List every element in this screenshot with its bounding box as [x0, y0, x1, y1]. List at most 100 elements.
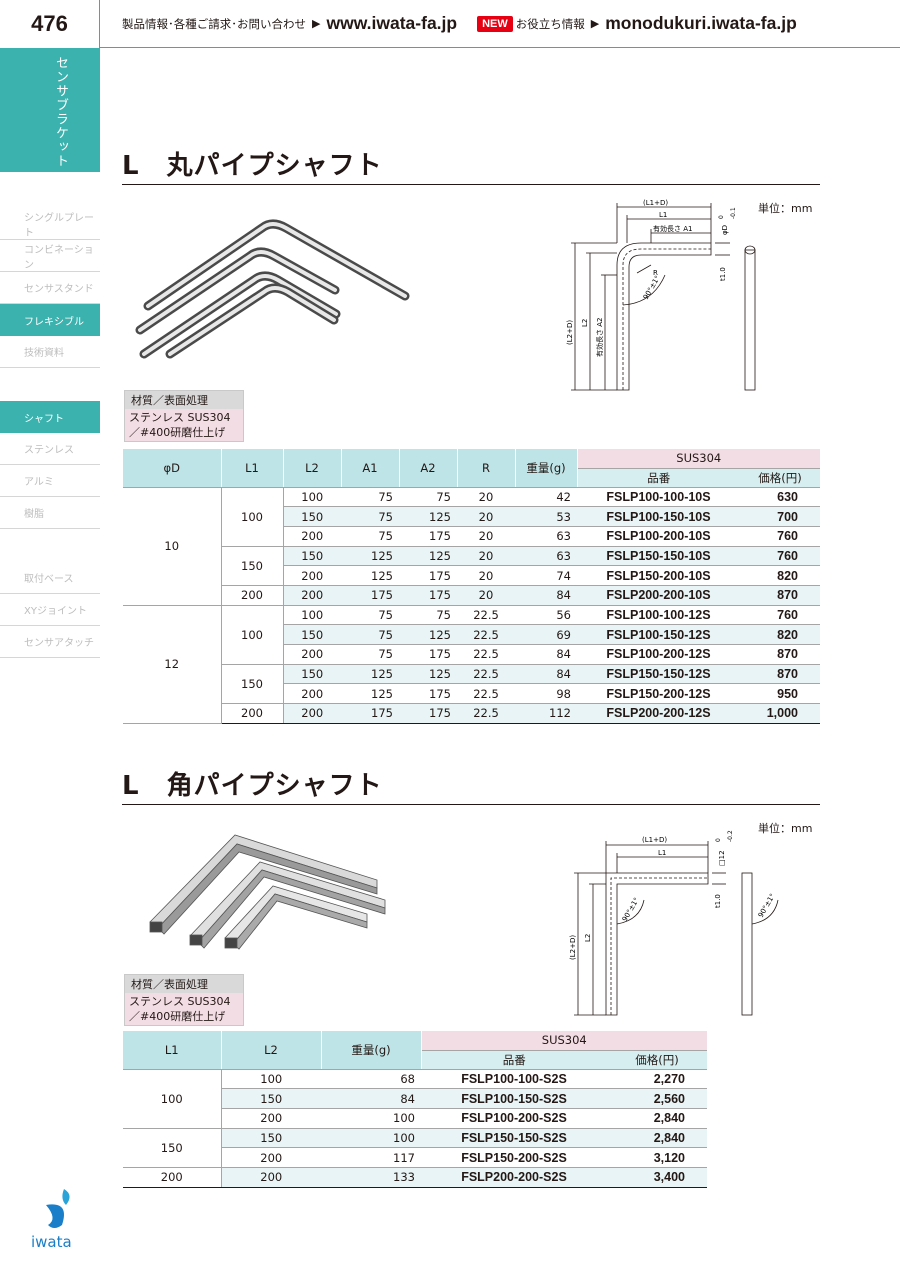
sidebar-item[interactable]: シャフト	[0, 401, 100, 433]
col-header: 重量(g)	[515, 449, 578, 488]
sidebar-item[interactable]: コンビネーション	[0, 240, 100, 272]
arrow-right-icon: ▶	[312, 17, 321, 30]
table-cell: 150	[123, 1128, 222, 1168]
pipe-2	[135, 247, 340, 335]
page-number: 476	[0, 0, 100, 48]
info-text: 製品情報･各種ご請求･お問い合わせ	[122, 16, 306, 31]
logo-text: iwata	[31, 1233, 72, 1251]
col-header: L2	[283, 449, 342, 488]
dim-angle-end: 90°±1°	[757, 892, 777, 919]
table-cell: 125	[341, 664, 399, 685]
table-cell: 200	[283, 644, 341, 665]
part-col-header: 品番	[577, 468, 740, 488]
dim-l1: L1	[658, 849, 666, 857]
sidebar-item[interactable]: シングルプレート	[0, 208, 100, 240]
round-pipe-drawing: (L1+D) L1 有効長さ A1 R 90°±1° φD 0 -0.1 t1.…	[566, 199, 756, 391]
sidebar-item[interactable]: 技術資料	[0, 336, 100, 368]
table-cell: 150	[283, 664, 341, 685]
logo-swirl	[46, 1204, 64, 1228]
page-header: 製品情報･各種ご請求･お問い合わせ ▶ www.iwata-fa.jp NEW …	[100, 0, 900, 48]
table-cell: 22.5	[457, 664, 515, 685]
table-cell: 74	[515, 565, 577, 586]
table-cell: 150	[283, 546, 341, 567]
sidebar-item[interactable]: 樹脂	[0, 497, 100, 529]
square-pipe-drawing: (L1+D) L1 □12 0 -0.2 t1.0 90°±1° 90°±1° …	[569, 830, 779, 1016]
sidebar-item[interactable]: XYジョイント	[0, 594, 100, 626]
sidebar-item[interactable]: フレキシブル	[0, 304, 100, 336]
sidebar-item[interactable]: アルミ	[0, 465, 100, 497]
table-cell: 100	[221, 1069, 321, 1090]
section-title-round-pipe: L 丸パイプシャフト	[122, 145, 820, 185]
table-cell: FSLP150-200-S2S	[421, 1147, 607, 1168]
table-cell: 820	[740, 565, 820, 586]
table-cell: FSLP200-200-10S	[577, 585, 740, 606]
dim-l2d: (L2+D)	[566, 320, 574, 345]
sidebar-item[interactable]: センサスタンド	[0, 272, 100, 304]
table-cell: 100	[321, 1128, 421, 1149]
table-cell: 75	[341, 605, 399, 626]
table-cell: FSLP100-200-S2S	[421, 1108, 607, 1129]
logo-drop-top	[62, 1189, 70, 1205]
table-cell: FSLP150-150-12S	[577, 664, 740, 685]
table-cell: 3,120	[607, 1147, 707, 1168]
dim-tol-upper: 0	[718, 215, 725, 219]
main-site-link[interactable]: www.iwata-fa.jp	[326, 13, 458, 33]
pipe-end-circle	[744, 245, 756, 255]
table-cell: 69	[515, 624, 577, 645]
table-cell: 200	[221, 585, 284, 606]
dim-a2: 有効長さ A2	[595, 318, 604, 357]
table-cell: 200	[221, 703, 284, 724]
angle-arc	[616, 899, 645, 925]
col-header: A1	[341, 449, 400, 488]
category-tab	[0, 48, 100, 172]
sidebar-item[interactable]: センサアタッチ	[0, 626, 100, 658]
useful-info-text: お役立ち情報	[515, 16, 585, 31]
col-header: R	[457, 449, 516, 488]
category-label: センサブラケット	[53, 56, 68, 168]
material-line: ステンレス SUS304	[129, 995, 231, 1008]
table-cell: 117	[321, 1147, 421, 1168]
table-cell: 175	[399, 683, 457, 705]
table-cell: FSLP200-200-12S	[577, 703, 740, 724]
monodukuri-site-link[interactable]: monodukuri.iwata-fa.jp	[605, 13, 797, 33]
dim-l2: L2	[584, 934, 592, 942]
table-cell: 2,840	[607, 1108, 707, 1129]
table-cell: FSLP150-200-10S	[577, 565, 740, 586]
table-cell: 53	[515, 506, 577, 527]
table-cell: 63	[515, 526, 577, 547]
table-cell: 200	[221, 1108, 321, 1129]
table-cell: 200	[283, 703, 341, 724]
pipe-centerline	[610, 877, 708, 1015]
pipe-outline	[616, 242, 712, 391]
col-header: A2	[399, 449, 458, 488]
sidebar-item[interactable]: ステンレス	[0, 433, 100, 465]
pipe-3	[139, 271, 341, 359]
table-cell: 68	[321, 1069, 421, 1090]
dim-thickness: t1.0	[714, 894, 722, 908]
unit-label: 単位：mm	[758, 822, 813, 835]
material-line: ／#400研磨仕上げ	[129, 1010, 226, 1023]
table-cell: 1,000	[740, 703, 820, 724]
dim-l2: L2	[581, 319, 589, 327]
angle-arc	[622, 274, 666, 306]
table-cell: 20	[457, 487, 515, 508]
table-cell: 22.5	[457, 644, 515, 665]
table-cell: 75	[341, 506, 399, 527]
sidebar-item[interactable]: 取付ベース	[0, 562, 100, 594]
table-cell: 100	[321, 1108, 421, 1129]
table-cell: 100	[221, 487, 284, 547]
part-col-header: 品番	[421, 1050, 607, 1070]
table-cell: 2,840	[607, 1128, 707, 1149]
table-cell: 22.5	[457, 683, 515, 705]
material-header: 材質／表面処理	[125, 391, 243, 409]
table-cell: 200	[283, 565, 341, 586]
dim-l1d: (L1+D)	[642, 836, 667, 844]
